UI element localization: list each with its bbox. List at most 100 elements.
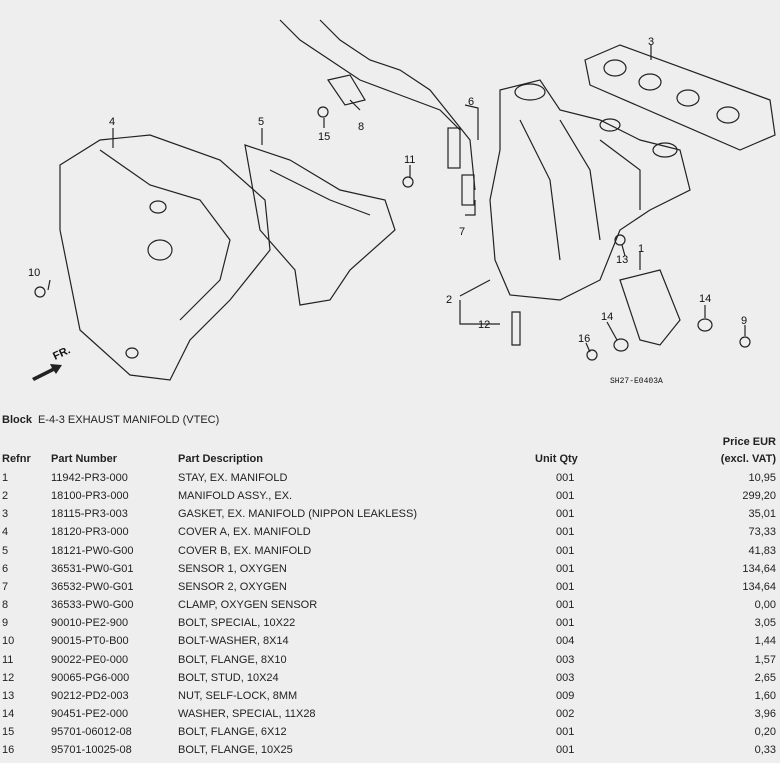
cell-part-number: 36533-PW0-G00	[51, 599, 134, 612]
cell-part-description: BOLT, FLANGE, 10X25	[178, 744, 293, 757]
cell-price: 2,65	[754, 671, 776, 684]
cell-part-number: 90065-PG6-000	[51, 671, 130, 684]
cell-refnr: 3	[2, 508, 9, 521]
cell-price: 35,01	[748, 508, 776, 521]
callout-10: 10	[28, 267, 40, 279]
table-row: 1 11942-PR3-000 STAY, EX. MANIFOLD 001 10,95	[0, 472, 780, 490]
block-title: E-4-3 EXHAUST MANIFOLD (VTEC)	[37, 414, 220, 426]
cell-part-number: 90010-PE2-900	[51, 617, 129, 630]
block-heading: Block E-4-3 EXHAUST MANIFOLD (VTEC)	[2, 414, 219, 426]
cell-price: 1,44	[754, 635, 776, 648]
block-label: Block	[2, 414, 32, 426]
header-part-number: Part Number	[51, 453, 118, 465]
header-part-description: Part Description	[178, 453, 263, 465]
callout-1: 1	[638, 243, 644, 255]
callout-9: 9	[741, 315, 747, 327]
cell-price: 3,05	[754, 617, 776, 630]
cell-part-description: GASKET, EX. MANIFOLD (NIPPON LEAKLESS)	[178, 508, 418, 521]
cell-part-number: 90022-PE0-000	[51, 653, 129, 666]
cell-unit-qty: 003	[556, 653, 575, 666]
cell-unit-qty: 003	[556, 671, 575, 684]
cell-part-description: COVER A, EX. MANIFOLD	[178, 526, 311, 539]
cell-unit-qty: 001	[556, 599, 575, 612]
cell-unit-qty: 001	[556, 744, 575, 757]
cell-unit-qty: 009	[556, 689, 575, 702]
callout-4: 4	[109, 116, 115, 128]
cell-part-description: WASHER, SPECIAL, 11X28	[178, 707, 316, 720]
cell-part-number: 36531-PW0-G01	[51, 562, 134, 575]
svg-text:FR.: FR.	[51, 344, 72, 362]
cell-price: 0,33	[754, 744, 776, 757]
cell-refnr: 15	[2, 726, 15, 739]
callout-13: 13	[616, 254, 628, 266]
cell-price: 41,83	[748, 544, 776, 557]
cell-unit-qty: 001	[556, 508, 575, 521]
cell-part-number: 36532-PW0-G01	[51, 580, 134, 593]
header-refnr: Refnr	[2, 453, 31, 465]
cell-part-description: BOLT, FLANGE, 8X10	[178, 653, 287, 666]
callout-14a: 14	[699, 293, 711, 305]
cell-refnr: 16	[2, 744, 15, 757]
header-unit-qty: Unit Qty	[535, 453, 578, 465]
cell-part-description: SENSOR 1, OXYGEN	[178, 562, 287, 575]
cell-price: 10,95	[748, 472, 776, 484]
cell-part-description: BOLT-WASHER, 8X14	[178, 635, 289, 648]
diagram-code: SH27-E0403A	[610, 377, 663, 386]
cell-unit-qty: 001	[556, 490, 575, 503]
cell-price: 134,64	[742, 580, 776, 593]
cell-unit-qty: 001	[556, 562, 575, 575]
cell-price: 0,20	[754, 726, 776, 739]
front-arrow-icon: FR.	[32, 344, 72, 381]
cell-refnr: 7	[2, 580, 9, 593]
cell-part-number: 11942-PR3-000	[51, 472, 128, 484]
cell-price: 73,33	[748, 526, 776, 539]
cell-price: 3,96	[754, 707, 776, 720]
header-price-line1: Price EUR	[722, 436, 776, 448]
cell-part-description: BOLT, SPECIAL, 10X22	[178, 617, 296, 630]
manifold-shape	[489, 79, 691, 301]
callout-5: 5	[258, 116, 264, 128]
callout-15: 15	[318, 131, 330, 143]
cell-price: 0,00	[754, 599, 776, 612]
cell-unit-qty: 001	[556, 472, 575, 484]
cell-part-number: 95701-06012-08	[51, 726, 132, 739]
cell-refnr: 1	[2, 472, 9, 484]
cell-refnr: 2	[2, 490, 9, 503]
cell-unit-qty: 004	[556, 635, 575, 648]
cell-part-description: BOLT, STUD, 10X24	[178, 671, 279, 684]
cell-part-number: 90212-PD2-003	[51, 689, 129, 702]
callout-11: 11	[404, 154, 415, 166]
cell-price: 1,57	[754, 653, 776, 666]
callout-6: 6	[468, 96, 474, 108]
cell-part-number: 90451-PE2-000	[51, 707, 129, 720]
callout-7: 7	[459, 226, 465, 238]
cell-part-description: NUT, SELF-LOCK, 8MM	[178, 689, 298, 702]
cell-part-number: 18115-PR3-003	[51, 508, 128, 521]
callout-14b: 14	[601, 311, 613, 323]
cell-part-number: 18121-PW0-G00	[51, 544, 134, 557]
cell-refnr: 6	[2, 562, 9, 575]
header-price-line2: (excl. VAT)	[720, 453, 776, 465]
cell-part-number: 18100-PR3-000	[51, 490, 129, 503]
cell-unit-qty: 001	[556, 617, 575, 630]
cover-b-shape	[244, 144, 396, 306]
callout-16: 16	[578, 333, 590, 345]
cell-part-description: MANIFOLD ASSY., EX.	[178, 490, 293, 503]
cell-part-number: 95701-10025-08	[51, 744, 132, 757]
cell-unit-qty: 001	[556, 726, 575, 739]
callout-12: 12	[478, 319, 490, 331]
cell-part-description: STAY, EX. MANIFOLD	[178, 472, 288, 484]
cell-refnr: 8	[2, 599, 9, 612]
cell-refnr: 14	[2, 707, 15, 720]
